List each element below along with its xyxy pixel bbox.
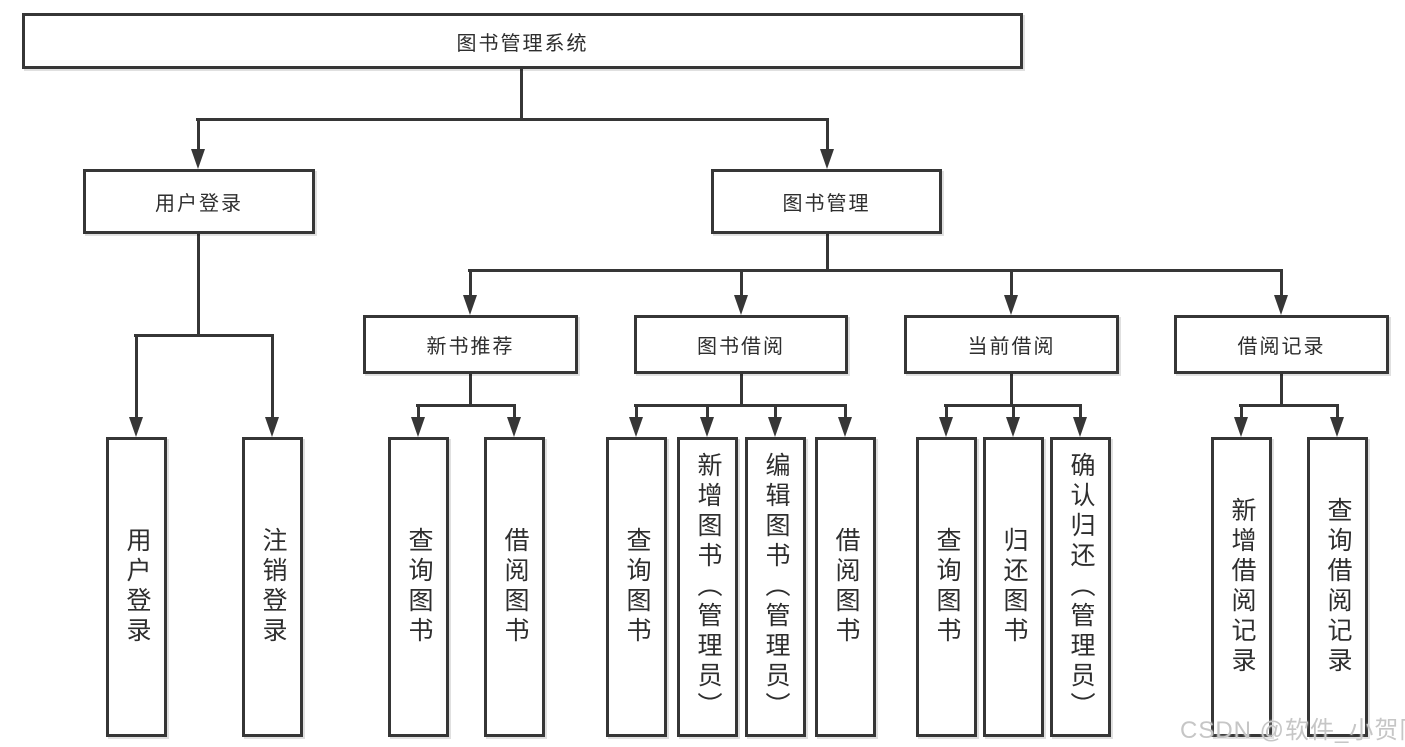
connector-line-horizontal: [468, 269, 1283, 272]
node-book-borrowing: 图书借阅: [634, 315, 848, 374]
connector-drop-line: [135, 334, 138, 421]
node-user-login: 用户登录: [83, 169, 315, 234]
leaf-borrow-books-1: 借阅图书: [484, 437, 545, 737]
connector-drop-line: [1079, 404, 1082, 421]
connector-drop-line: [635, 404, 638, 421]
connector-line-vertical: [197, 233, 200, 337]
leaf-return-books: 归还图书: [983, 437, 1044, 737]
connector-line-vertical: [1010, 373, 1013, 407]
arrowhead-down-icon: [1073, 417, 1087, 437]
leaf-edit-book-admin: 编辑图书（管理员）: [745, 437, 806, 737]
arrowhead-down-icon: [734, 295, 748, 315]
arrowhead-down-icon: [1004, 295, 1018, 315]
connector-drop-line: [774, 404, 777, 421]
connector-line-vertical: [826, 233, 829, 272]
arrowhead-down-icon: [129, 417, 143, 437]
arrowhead-down-icon: [820, 149, 834, 169]
node-borrowing-records: 借阅记录: [1174, 315, 1389, 374]
leaf-user-login: 用户登录: [106, 437, 167, 737]
connector-line-horizontal: [196, 118, 829, 121]
connector-drop-line: [271, 334, 274, 421]
arrowhead-down-icon: [411, 417, 425, 437]
leaf-query-books-2: 查询图书: [606, 437, 667, 737]
connector-drop-line: [945, 404, 948, 421]
node-current-borrowing: 当前借阅: [904, 315, 1119, 374]
leaf-query-books-3: 查询图书: [916, 437, 977, 737]
connector-drop-line: [1012, 404, 1015, 421]
connector-drop-line: [826, 118, 829, 153]
connector-drop-line: [469, 269, 472, 299]
connector-line-horizontal: [634, 404, 847, 407]
connector-drop-line: [706, 404, 709, 421]
connector-line-horizontal: [416, 404, 516, 407]
leaf-add-book-admin: 新增图书（管理员）: [677, 437, 738, 737]
connector-drop-line: [417, 404, 420, 421]
arrowhead-down-icon: [507, 417, 521, 437]
arrowhead-down-icon: [463, 295, 477, 315]
leaf-borrow-books-2: 借阅图书: [815, 437, 876, 737]
node-library-management-system: 图书管理系统: [22, 13, 1023, 69]
arrowhead-down-icon: [265, 417, 279, 437]
node-new-book-recommend: 新书推荐: [363, 315, 578, 374]
leaf-query-books-1: 查询图书: [388, 437, 449, 737]
connector-drop-line: [1280, 269, 1283, 299]
arrowhead-down-icon: [1006, 417, 1020, 437]
arrowhead-down-icon: [1330, 417, 1344, 437]
arrowhead-down-icon: [768, 417, 782, 437]
arrowhead-down-icon: [838, 417, 852, 437]
connector-line-vertical: [740, 373, 743, 407]
connector-drop-line: [740, 269, 743, 299]
arrowhead-down-icon: [939, 417, 953, 437]
connector-drop-line: [197, 118, 200, 153]
connector-drop-line: [844, 404, 847, 421]
arrowhead-down-icon: [1234, 417, 1248, 437]
connector-drop-line: [1010, 269, 1013, 299]
connector-line-vertical: [520, 68, 523, 121]
arrowhead-down-icon: [629, 417, 643, 437]
connector-line-horizontal: [1239, 404, 1339, 407]
connector-drop-line: [513, 404, 516, 421]
leaf-confirm-return-admin: 确认归还（管理员）: [1050, 437, 1111, 737]
watermark: CSDN @软件_小贺同学: [1180, 717, 1405, 744]
connector-line-horizontal: [134, 334, 274, 337]
arrowhead-down-icon: [700, 417, 714, 437]
node-book-management: 图书管理: [711, 169, 942, 234]
connector-drop-line: [1240, 404, 1243, 421]
leaf-query-borrow-record: 查询借阅记录: [1307, 437, 1368, 737]
connector-line-vertical: [1280, 373, 1283, 407]
arrowhead-down-icon: [191, 149, 205, 169]
leaf-logout-login: 注销登录: [242, 437, 303, 737]
connector-line-vertical: [469, 373, 472, 407]
arrowhead-down-icon: [1274, 295, 1288, 315]
leaf-add-borrow-record: 新增借阅记录: [1211, 437, 1272, 737]
connector-drop-line: [1336, 404, 1339, 421]
